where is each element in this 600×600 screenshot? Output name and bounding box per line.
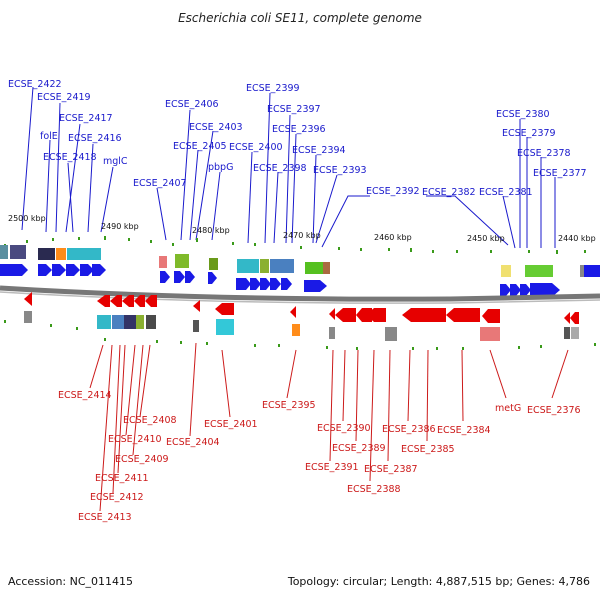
gene-label-top[interactable]: ECSE_2380 xyxy=(496,109,550,120)
gene-label-bottom[interactable]: ECSE_2408 xyxy=(123,415,177,426)
gene-label-bottom[interactable]: ECSE_2390 xyxy=(317,423,371,434)
gene-label-top[interactable]: ECSE_2418 xyxy=(43,152,97,163)
gene-label-bottom[interactable]: ECSE_2401 xyxy=(204,419,258,430)
scale-tick-2460: 2460 kbp xyxy=(374,233,412,242)
scale-tick-2450: 2450 kbp xyxy=(467,234,505,243)
gene-label-bottom[interactable]: ECSE_2388 xyxy=(347,484,401,495)
gene-label-bottom[interactable]: ECSE_2409 xyxy=(115,454,169,465)
scale-tick-2500: 2500 kbp xyxy=(8,214,46,223)
gene-label-bottom[interactable]: ECSE_2391 xyxy=(305,462,359,473)
gene-label-top[interactable]: ECSE_2394 xyxy=(292,145,346,156)
gene-label-bottom[interactable]: ECSE_2404 xyxy=(166,437,220,448)
gene-label-top[interactable]: ECSE_2381 xyxy=(479,187,533,198)
scale-tick-2490: 2490 kbp xyxy=(101,222,139,231)
gene-label-top[interactable]: ECSE_2416 xyxy=(68,133,122,144)
gene-label-bottom[interactable]: ECSE_2389 xyxy=(332,443,386,454)
gene-label-top[interactable]: ECSE_2422 xyxy=(8,79,62,90)
bottom-leader-lines xyxy=(89,342,569,512)
map-title: Escherichia coli SE11, complete genome xyxy=(178,11,422,25)
scale-tick-2470: 2470 kbp xyxy=(283,231,321,240)
genome-summary-text: Topology: circular; Length: 4,887,515 bp… xyxy=(287,575,590,588)
gene-label-top[interactable]: ECSE_2399 xyxy=(246,83,300,94)
gene-label-top[interactable]: ECSE_2407 xyxy=(133,178,187,189)
gene-label-bottom[interactable]: metG xyxy=(495,403,521,414)
gene-label-top[interactable]: folE xyxy=(40,131,58,142)
gene-label-top[interactable]: ECSE_2419 xyxy=(37,92,91,103)
gene-label-bottom[interactable]: ECSE_2376 xyxy=(527,405,581,416)
gene-label-top[interactable]: ECSE_2397 xyxy=(267,104,321,115)
gene-label-top[interactable]: ECSE_2377 xyxy=(533,168,587,179)
gene-label-top[interactable]: ECSE_2393 xyxy=(313,165,367,176)
gene-label-top[interactable]: ECSE_2406 xyxy=(165,99,219,110)
gene-label-bottom[interactable]: ECSE_2385 xyxy=(401,444,455,455)
forward-gene-arrows xyxy=(0,264,600,297)
gene-label-top[interactable]: ECSE_2400 xyxy=(229,142,283,153)
gene-label-bottom[interactable]: ECSE_2414 xyxy=(58,390,112,401)
gene-label-top[interactable]: ECSE_2379 xyxy=(502,128,556,139)
bottom-tick-marks xyxy=(4,320,596,350)
scale-tick-2480: 2480 kbp xyxy=(192,226,230,235)
gene-label-bottom[interactable]: ECSE_2413 xyxy=(78,512,132,523)
forward-feature-boxes xyxy=(0,245,590,277)
bottom-gene-labels: ECSE_2414 ECSE_2408 ECSE_2410 ECSE_2409 … xyxy=(58,390,581,523)
genome-backbone xyxy=(0,285,600,302)
gene-label-bottom[interactable]: ECSE_2410 xyxy=(108,434,162,445)
gene-label-top[interactable]: ECSE_2403 xyxy=(189,122,243,133)
top-gene-labels: ECSE_2422 ECSE_2419 ECSE_2417 folE ECSE_… xyxy=(8,79,587,198)
genome-backbone-shadow xyxy=(0,291,600,304)
gene-label-bottom[interactable]: ECSE_2395 xyxy=(262,400,316,411)
reverse-gene-arrows xyxy=(24,292,579,324)
gene-label-top[interactable]: ECSE_2392 xyxy=(366,186,420,197)
gene-label-bottom[interactable]: ECSE_2386 xyxy=(382,424,436,435)
gene-label-top[interactable]: pbpG xyxy=(208,162,233,173)
top-leader-lines xyxy=(21,86,556,249)
gene-label-top[interactable]: ECSE_2378 xyxy=(517,148,571,159)
gene-label-bottom[interactable]: ECSE_2412 xyxy=(90,492,144,503)
scale-tick-2440: 2440 kbp xyxy=(558,234,596,243)
gene-label-bottom[interactable]: ECSE_2384 xyxy=(437,425,491,436)
reverse-feature-boxes xyxy=(24,311,579,341)
top-tick-marks xyxy=(4,236,586,254)
gene-label-bottom[interactable]: ECSE_2387 xyxy=(364,464,418,475)
gene-label-top[interactable]: ECSE_2398 xyxy=(253,163,307,174)
gene-label-top[interactable]: ECSE_2396 xyxy=(272,124,326,135)
gene-label-top[interactable]: ECSE_2417 xyxy=(59,113,113,124)
gene-label-top[interactable]: mglC xyxy=(103,156,128,167)
gene-label-top[interactable]: ECSE_2405 xyxy=(173,141,227,152)
gene-label-top[interactable]: ECSE_2382 xyxy=(422,187,476,198)
gene-label-bottom[interactable]: ECSE_2411 xyxy=(95,473,149,484)
accession-text: Accession: NC_011415 xyxy=(8,575,133,588)
